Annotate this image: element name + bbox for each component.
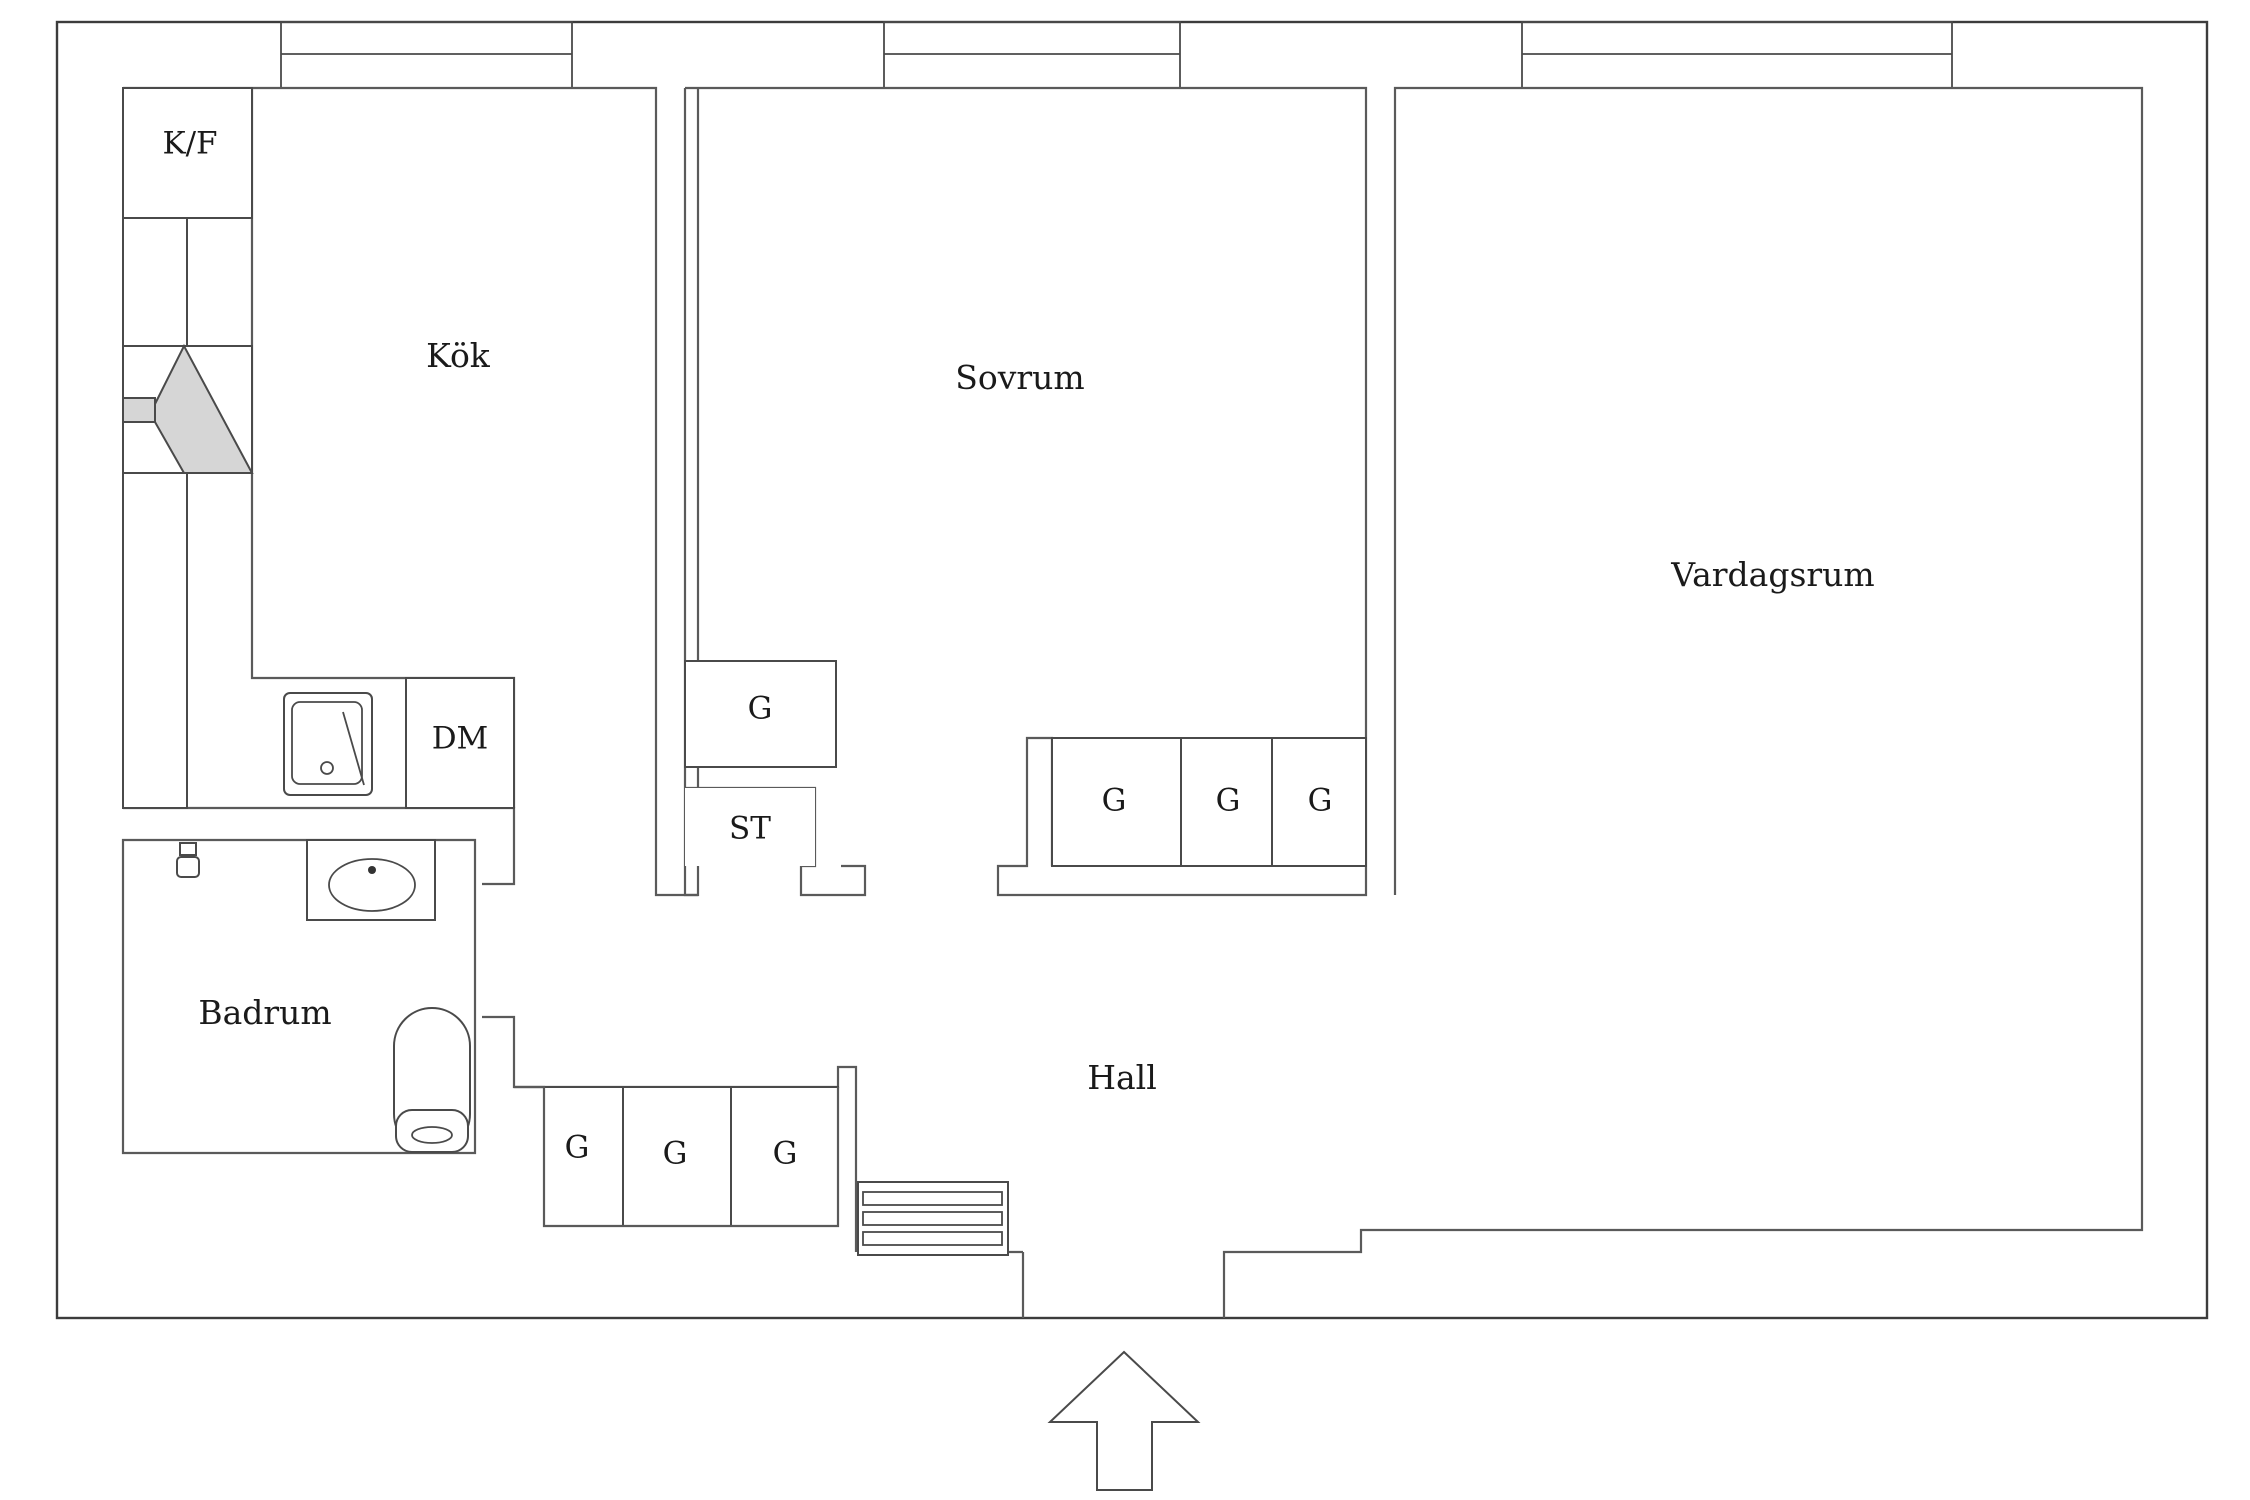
dishwasher-label: DM — [432, 721, 489, 757]
wardrobe — [622, 1086, 732, 1227]
kitchen-lower-wall — [123, 806, 516, 886]
wardrobe — [1180, 737, 1273, 867]
wardrobe — [730, 1086, 839, 1227]
washbasin — [306, 839, 436, 921]
bedroom-wall — [685, 86, 1368, 897]
storage-label: ST — [729, 811, 771, 847]
wardrobe-label: G — [773, 1136, 798, 1172]
wardrobe-label: G — [663, 1136, 688, 1172]
window-bedroom — [883, 21, 1181, 89]
window-living-room — [1521, 21, 1953, 89]
window-kitchen — [280, 21, 573, 89]
kitchen-sink — [283, 692, 373, 796]
hall-wardrobe-outline — [514, 1085, 840, 1228]
room-label-bathroom: Badrum — [198, 993, 331, 1032]
arrow-up-icon — [1047, 1350, 1201, 1491]
fridge-freezer — [122, 87, 253, 219]
room-label-bedroom: Sovrum — [955, 358, 1084, 397]
wardrobe-label: G — [1102, 783, 1127, 819]
wardrobe — [1271, 737, 1367, 867]
living-room-wall — [1222, 86, 2144, 1318]
fridge-freezer-label: K/F — [162, 126, 217, 162]
storage — [685, 788, 815, 866]
shower-head — [176, 842, 200, 878]
kitchen-counter — [122, 217, 188, 809]
shoe-rack — [857, 1181, 1009, 1256]
toilet — [393, 1007, 471, 1153]
wardrobe — [684, 660, 837, 768]
kitchen-wall — [123, 86, 700, 897]
room-label-hall: Hall — [1087, 1058, 1157, 1097]
outer-wall — [55, 20, 2209, 1320]
dishwasher — [405, 677, 515, 809]
wardrobe-label: G — [1216, 783, 1241, 819]
room-label-living-room: Vardagsrum — [1670, 555, 1874, 594]
wardrobe-label: G — [748, 691, 773, 727]
wardrobe-label: G — [1308, 783, 1333, 819]
wardrobe-label: G — [565, 1130, 590, 1166]
stove — [122, 343, 254, 474]
room-label-kitchen: Kök — [426, 336, 491, 375]
bedroom-left-wall — [683, 88, 698, 897]
